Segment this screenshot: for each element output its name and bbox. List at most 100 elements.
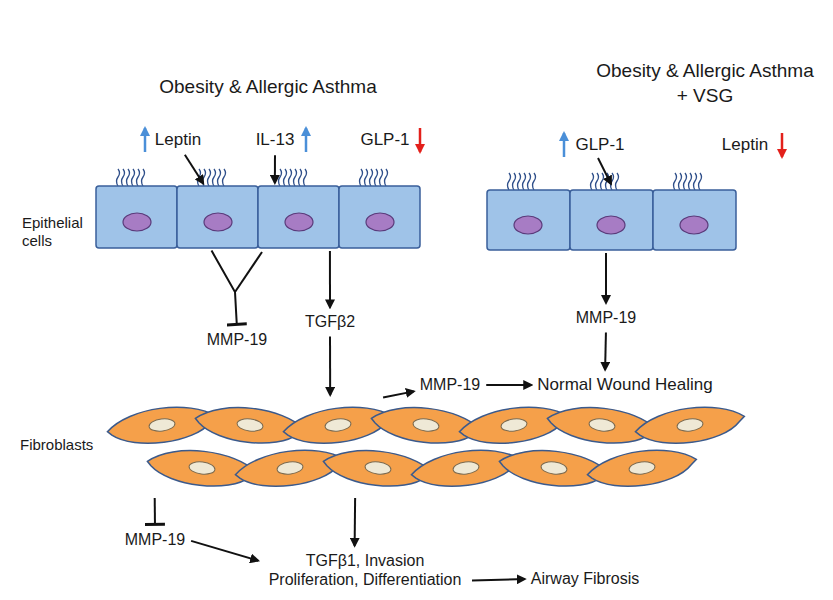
cilium <box>279 169 282 186</box>
node-text: TGFβ2 <box>305 312 355 331</box>
node-text: Leptin <box>722 135 768 155</box>
panel-heading: Obesity & Allergic Asthma <box>159 75 377 100</box>
arrow-connector <box>604 333 607 370</box>
epithelial-cell <box>653 190 736 250</box>
signal-arrow <box>598 158 611 184</box>
epithelial-cell <box>177 186 258 248</box>
molecule-label: Normal Wound Healing <box>534 373 715 397</box>
cilium <box>375 169 378 186</box>
fibroblast-nucleus <box>236 417 263 432</box>
fibroblast-nucleus <box>540 460 567 475</box>
fibroblast-nucleus <box>276 460 303 475</box>
cilium <box>289 169 292 186</box>
decrease-arrow <box>781 133 784 157</box>
cilium <box>591 173 594 190</box>
node-text: MMP-19 <box>420 375 480 394</box>
fibroblast-nucleus <box>148 417 175 432</box>
cilium <box>208 169 211 186</box>
cilium <box>304 169 307 186</box>
molecule-label: TGFβ2 <box>302 310 358 333</box>
cilium <box>370 169 373 186</box>
node-text: Airway Fibrosis <box>531 569 639 588</box>
cell-nucleus <box>366 213 394 231</box>
cilium <box>223 169 226 186</box>
cilium <box>684 173 687 190</box>
cilium <box>528 173 531 190</box>
fibroblast-nucleus <box>500 417 527 432</box>
pathway-lines <box>235 158 611 303</box>
cilium <box>518 173 521 190</box>
inhibition-connector <box>212 251 237 325</box>
cilium <box>218 169 221 186</box>
decrease-arrow <box>419 128 422 152</box>
molecule-label: MMP-19 <box>122 528 188 551</box>
arrow-connector <box>354 498 356 546</box>
increase-arrow <box>144 128 147 152</box>
cell-nucleus <box>514 216 542 234</box>
cilium <box>679 173 682 190</box>
level-arrows <box>145 128 782 157</box>
molecule-label: GLP-1 <box>572 133 627 157</box>
layer-label: Epithelial cells <box>22 214 90 250</box>
cilium <box>365 169 368 186</box>
fibroblast-layer <box>105 402 746 492</box>
inhibition-connector <box>154 498 156 524</box>
epithelial-cell <box>570 190 653 250</box>
signal-arrow <box>605 253 607 303</box>
cilium <box>674 173 677 190</box>
node-text: IL-13 <box>256 130 295 150</box>
arrow-connector <box>274 155 276 183</box>
fibroblast-nucleus <box>324 417 351 432</box>
layer-label: Fibroblasts <box>20 436 93 454</box>
node-text: MMP-19 <box>207 330 267 349</box>
cilium <box>127 169 130 186</box>
fibroblast-cell <box>585 445 698 492</box>
nuclei <box>123 213 708 234</box>
node-text: GLP-1 <box>360 130 409 150</box>
fibroblast-nucleus <box>412 417 439 432</box>
molecule-label: TGFβ1, Invasion Proliferation, Different… <box>261 549 469 591</box>
cilium <box>360 169 363 186</box>
cilium <box>694 173 697 190</box>
epithelial-layer-right <box>487 190 736 250</box>
cilium <box>596 173 599 190</box>
panel-heading: Obesity & Allergic Asthma + VSG <box>591 59 819 108</box>
cilium <box>137 169 140 186</box>
cell-nucleus <box>597 216 625 234</box>
node-text: MMP-19 <box>125 530 185 549</box>
fibroblast-nucleus <box>588 417 615 432</box>
molecule-label: Airway Fibrosis <box>528 567 642 590</box>
fibroblast-cell <box>633 402 746 449</box>
epithelial-cell <box>258 186 339 248</box>
molecule-label: Leptin <box>719 133 771 157</box>
cilium <box>523 173 526 190</box>
cilium <box>385 169 388 186</box>
cell-nucleus <box>123 213 151 231</box>
node-text: MMP-19 <box>576 308 636 327</box>
arrow-connector <box>329 337 331 395</box>
epithelial-cell <box>487 190 570 250</box>
fibroblast-nucleus <box>452 460 479 475</box>
arrow-connector <box>191 541 258 561</box>
arrow-connector <box>472 579 525 580</box>
molecule-label: Leptin <box>152 128 204 152</box>
merge-branch <box>235 252 262 292</box>
cell-nucleus <box>680 216 708 234</box>
fibroblast-nucleus <box>676 417 703 432</box>
cilium <box>611 173 614 190</box>
node-text: GLP-1 <box>575 135 624 155</box>
arrow-connector <box>329 251 331 307</box>
cilium <box>284 169 287 186</box>
cilium <box>117 169 120 186</box>
node-text: TGFβ1, Invasion Proliferation, Different… <box>264 551 466 589</box>
fibroblast-body <box>633 402 746 449</box>
cell-nucleus <box>204 213 232 231</box>
cilium <box>699 173 702 190</box>
molecule-label: IL-13 <box>253 128 298 152</box>
cilium <box>132 169 135 186</box>
cilium <box>380 169 383 186</box>
cell-nucleus <box>285 213 313 231</box>
epithelial-layer-left <box>96 186 420 248</box>
cilium <box>294 169 297 186</box>
molecule-label: MMP-19 <box>417 373 483 396</box>
